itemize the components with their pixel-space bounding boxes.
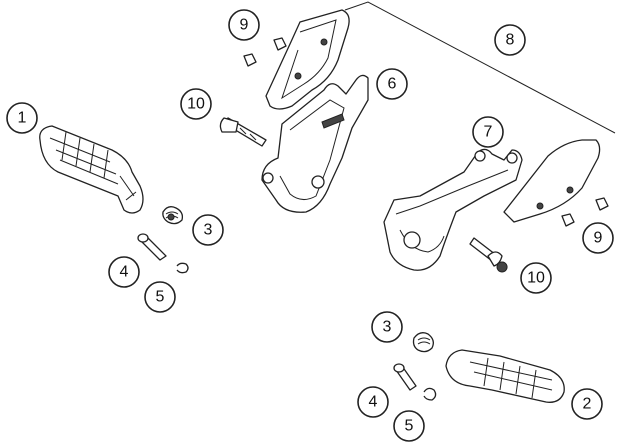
- callout-7-label: 7: [484, 124, 493, 141]
- callout-10-upper: 10: [180, 88, 212, 120]
- heel-guard-right: [503, 139, 601, 223]
- spring-right: [412, 332, 434, 353]
- clip-right: [423, 387, 437, 401]
- callout-2-label: 2: [583, 396, 592, 413]
- callout-3-upper-label: 3: [204, 222, 213, 239]
- callout-8-label: 8: [506, 32, 515, 49]
- pin-right: [393, 363, 417, 391]
- callout-2: 2: [571, 388, 603, 420]
- callout-8: 8: [494, 24, 526, 56]
- heel-guard-upper: [265, 9, 350, 110]
- callout-6-label: 6: [388, 76, 397, 93]
- callout-3-lower-label: 3: [383, 319, 392, 336]
- callout-7: 7: [472, 116, 504, 148]
- callout-9-right: 9: [582, 222, 614, 254]
- footpeg-bracket-left: [261, 74, 369, 213]
- footpeg-left: [39, 125, 144, 214]
- footpeg-bracket-right: [383, 148, 523, 271]
- callout-10-right: 10: [520, 262, 552, 294]
- callout-6: 6: [376, 68, 408, 100]
- callout-9-upper-label: 9: [240, 17, 249, 34]
- callout-5-lower: 5: [393, 410, 425, 442]
- bolt-right: [469, 237, 508, 273]
- callout-1-label: 1: [18, 110, 27, 127]
- callout-3-lower: 3: [371, 311, 403, 343]
- bolts-right: [561, 197, 609, 227]
- callout-5-upper: 5: [144, 281, 176, 313]
- group-8-leader: [344, 1, 616, 134]
- clip-left: [176, 262, 189, 274]
- bolts-upper: [243, 37, 287, 67]
- callout-10-right-label: 10: [527, 270, 545, 287]
- callout-3-upper: 3: [192, 214, 224, 246]
- pin-left: [137, 233, 167, 261]
- callout-4-lower: 4: [357, 386, 389, 418]
- footpeg-right: [445, 349, 565, 403]
- callout-4-upper: 4: [108, 256, 140, 288]
- spring-left: [162, 206, 184, 225]
- callout-5-upper-label: 5: [156, 289, 165, 306]
- callout-4-lower-label: 4: [369, 394, 378, 411]
- callout-9-upper: 9: [228, 9, 260, 41]
- callout-9-right-label: 9: [594, 230, 603, 247]
- callout-5-lower-label: 5: [405, 418, 414, 435]
- bolt-left: [219, 117, 267, 147]
- callout-4-upper-label: 4: [120, 264, 129, 281]
- callout-10-upper-label: 10: [187, 96, 205, 113]
- callout-1: 1: [6, 102, 38, 134]
